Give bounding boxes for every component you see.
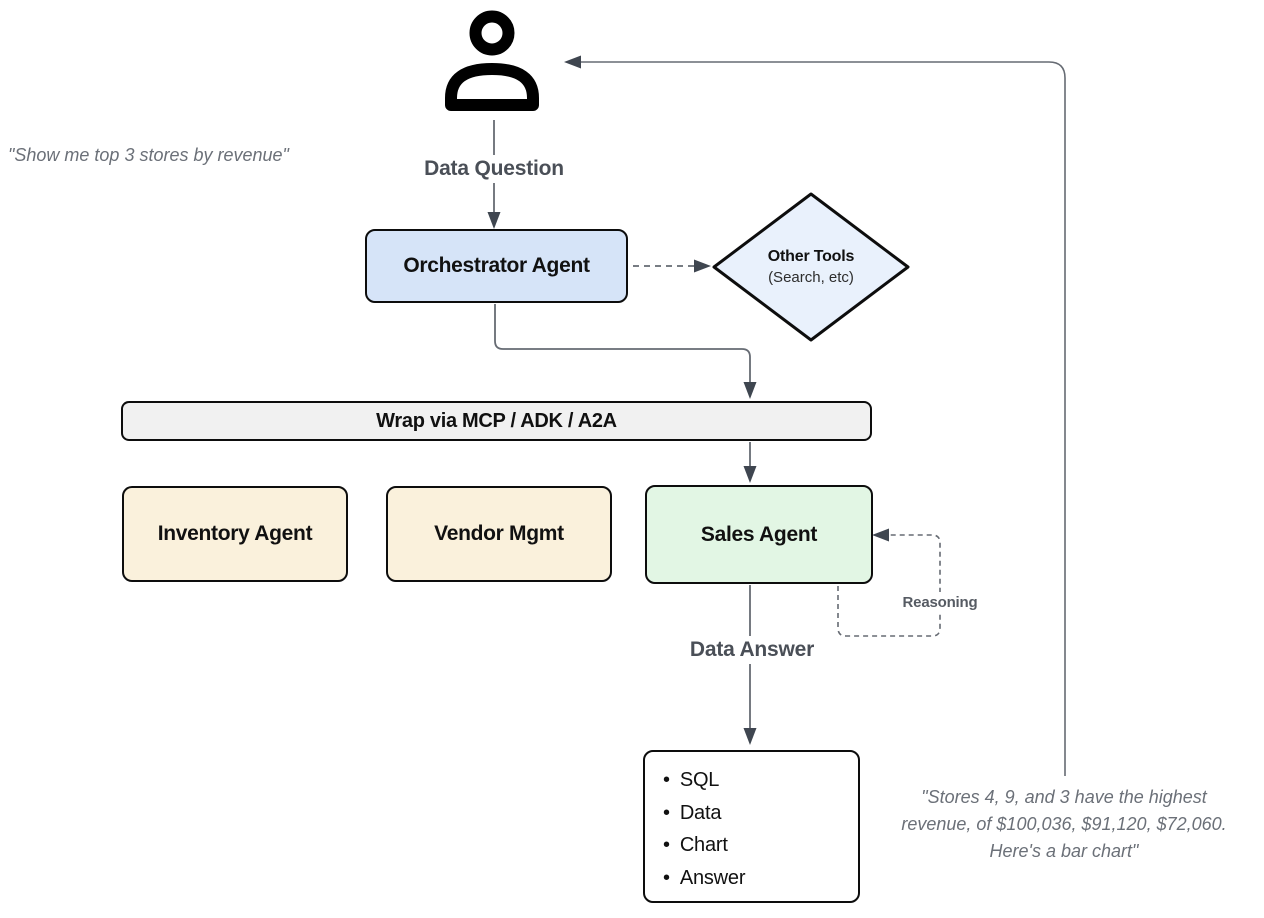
wrap-mcp-adk-a2a-bar: Wrap via MCP / ADK / A2A [121, 401, 872, 441]
arrowhead [564, 55, 581, 69]
arrow-orchestrator-to-wrap [494, 304, 751, 390]
arrowhead [872, 528, 889, 542]
wrap-bar-label: Wrap via MCP / ADK / A2A [376, 409, 617, 432]
reasoning-label: Reasoning [896, 592, 984, 613]
user-question-quote: "Show me top 3 stores by revenue" [8, 145, 289, 165]
arrowhead [743, 728, 757, 745]
output-item-sql: SQL [663, 764, 858, 797]
arrow-answer-to-user [578, 61, 1066, 776]
quote-line: Here's a bar chart" [989, 841, 1139, 861]
vendor-mgmt-label: Vendor Mgmt [434, 522, 564, 545]
inventory-agent-label: Inventory Agent [157, 522, 313, 545]
output-item-chart: Chart [663, 829, 858, 862]
user-icon [442, 6, 542, 116]
sales-agent-label: Sales Agent [700, 522, 818, 546]
other-tools-subtitle: (Search, etc) [768, 269, 854, 286]
arrowhead [694, 259, 711, 273]
output-item-data: Data [663, 797, 858, 830]
quote-line: revenue, of $100,036, $91,120, $72,060. [901, 814, 1227, 834]
reasoning-loop [837, 534, 941, 637]
diamond-shape [712, 192, 910, 342]
orchestrator-agent-label: Orchestrator Agent [403, 254, 590, 277]
output-item-answer: Answer [663, 862, 858, 895]
output-list: SQL Data Chart Answer [663, 764, 858, 894]
data-answer-label: Data Answer [683, 636, 821, 664]
agent-answer-quote: "Stores 4, 9, and 3 have the highest rev… [868, 784, 1260, 865]
vendor-mgmt-node: Vendor Mgmt [386, 486, 612, 582]
other-tools-node: Other Tools (Search, etc) [710, 190, 912, 344]
sales-agent-node: Sales Agent [645, 485, 873, 584]
data-question-label: Data Question [418, 155, 570, 183]
orchestrator-agent-node: Orchestrator Agent [365, 229, 628, 303]
arrowhead [743, 382, 757, 399]
other-tools-title: Other Tools [767, 248, 855, 265]
arrowhead [487, 212, 501, 229]
arrowhead [743, 466, 757, 483]
inventory-agent-node: Inventory Agent [122, 486, 348, 582]
output-list-node: SQL Data Chart Answer [643, 750, 860, 903]
quote-line: "Stores 4, 9, and 3 have the highest [921, 787, 1207, 807]
